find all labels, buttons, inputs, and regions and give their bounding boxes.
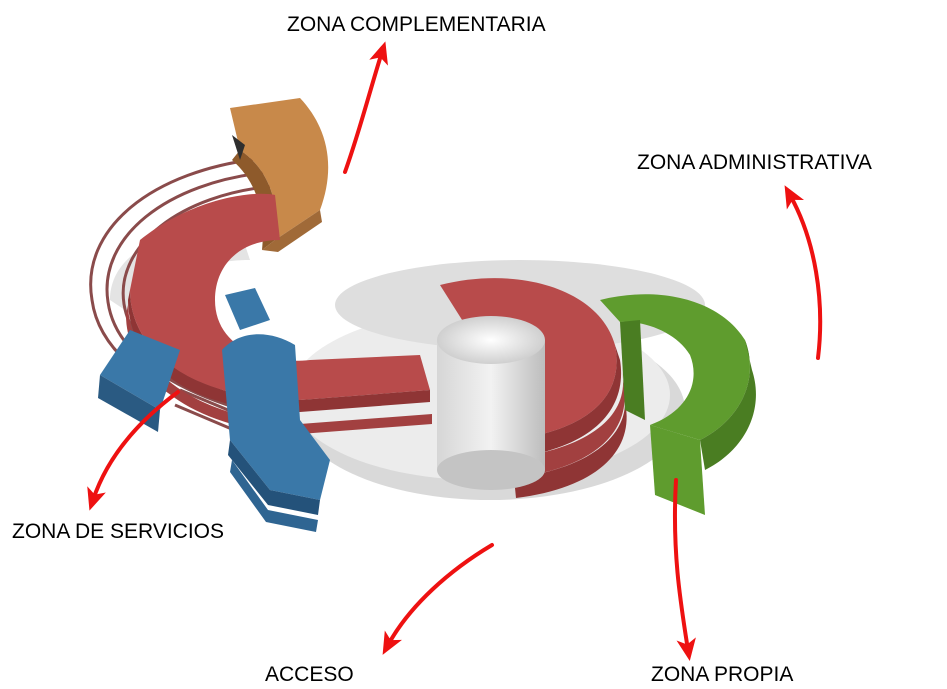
zona-administrativa-label: ZONA ADMINISTRATIVA bbox=[637, 151, 872, 174]
zona-propia-label: ZONA PROPIA bbox=[651, 663, 794, 686]
arrow-to-propia bbox=[672, 478, 696, 662]
zona-complementaria-label: ZONA COMPLEMENTARIA bbox=[287, 13, 546, 36]
zona-propia-block bbox=[600, 294, 756, 515]
zona-servicios-label: ZONA DE SERVICIOS bbox=[12, 520, 224, 543]
zona-servicios-blue-block bbox=[98, 288, 330, 532]
red-arrows bbox=[87, 41, 823, 662]
arrow-to-servicios bbox=[87, 390, 180, 511]
central-cylinder bbox=[437, 316, 545, 490]
arrow-to-administrativa bbox=[784, 185, 823, 360]
arrow-to-complementaria bbox=[343, 41, 388, 174]
arrow-to-acceso bbox=[382, 543, 494, 655]
acceso-label: ACCESO bbox=[265, 663, 354, 686]
zona-servicios-red-block bbox=[126, 193, 432, 434]
